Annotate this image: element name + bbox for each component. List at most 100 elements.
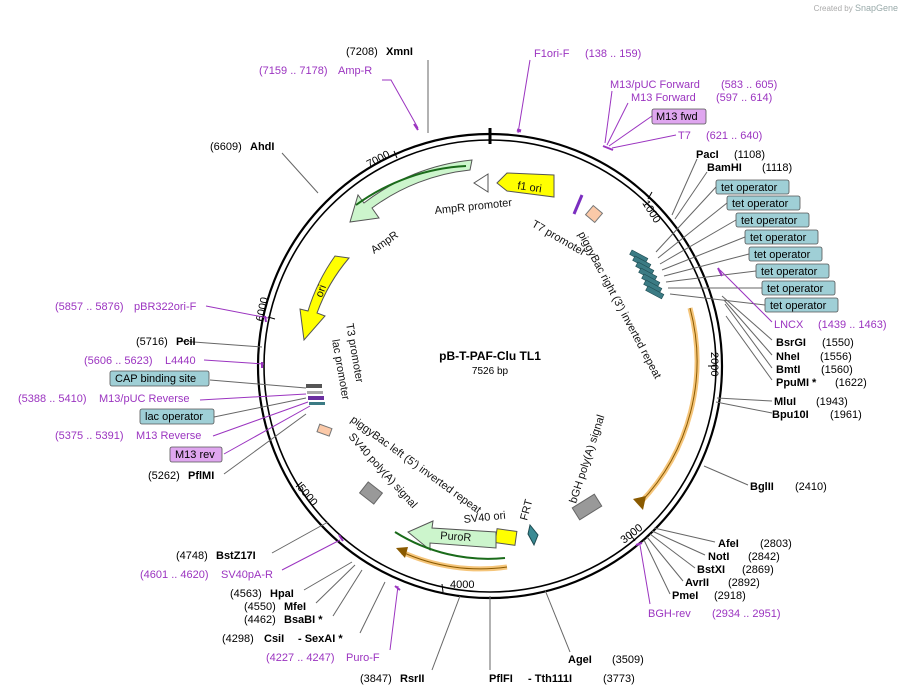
primer-f1ori-f-range: (138 .. 159): [585, 48, 641, 60]
tet-operator-blocks: [629, 249, 665, 300]
marker-lncx: [717, 267, 723, 277]
lead-ahdi: [281, 152, 319, 194]
site-pflfi-pos: (3773): [603, 673, 635, 685]
primer-m13puc-reverse-range: (5388 .. 5410): [18, 393, 87, 405]
lead-hpai: [303, 561, 353, 591]
lead-bsrgi: [721, 295, 773, 341]
site-hpai-pos: (4563): [230, 588, 262, 600]
lead-m13puc-reverse: [199, 393, 307, 401]
site-afei-pos: (2803): [760, 538, 792, 550]
primer-pbr322ori-f-range: (5857 .. 5876): [55, 301, 124, 313]
tet-operator-labels: tet operator tet operator tet operator t…: [655, 179, 839, 313]
tet-operator-7: tet operator: [767, 283, 824, 295]
cap-binding-box: [109, 370, 210, 387]
tick-1000: 1000: [639, 198, 662, 225]
site-paci-name: PacI: [696, 149, 719, 161]
site-sexai-name: - SexAI *: [298, 633, 343, 645]
primer-sv40pa-r-name: SV40pA-R: [221, 569, 273, 581]
primer-amp-r-name: Amp-R: [338, 65, 372, 77]
tet-operator-4: tet operator: [750, 232, 807, 244]
primer-m13-fwd-name: M13 Forward: [631, 92, 696, 104]
site-bmti-name: BmtI: [776, 364, 800, 376]
primer-lncx-range: (1439 .. 1463): [818, 319, 887, 331]
site-bstz17i-name: BstZ17I: [216, 550, 256, 562]
lac-operator-label: lac operator: [145, 411, 203, 423]
primer-l4440-range: (5606 .. 5623): [84, 355, 153, 367]
lead-lncx: [719, 269, 773, 323]
marker-sv40pa-r: [338, 534, 344, 542]
tet-operator-8: tet operator: [770, 300, 827, 312]
lead-l4440: [203, 359, 265, 365]
primer-m13-fwd-range: (597 .. 614): [716, 92, 772, 104]
site-pmei-name: PmeI: [672, 590, 698, 602]
left-small-box: [316, 423, 333, 437]
m13-rev-box-label: M13 rev: [175, 449, 215, 461]
site-xmni-pos: (7208): [346, 46, 378, 58]
lead-bamhi: [674, 171, 708, 220]
credit-brand: SnapGene: [854, 3, 898, 13]
credit-prefix: Created by: [813, 4, 853, 13]
primer-amp-r-range: (7159 .. 7178): [259, 65, 328, 77]
site-bamhi-pos: (1118): [762, 162, 792, 174]
site-agei-name: AgeI: [568, 654, 592, 666]
primer-l4440-name: L4440: [165, 355, 196, 367]
lead-pflmi: [223, 413, 307, 475]
lead-cap-binding: [209, 379, 307, 389]
ori-arrow: [299, 255, 350, 342]
bgh-polya-box: [571, 493, 603, 521]
lead-nhei: [723, 299, 773, 356]
lead-mlui: [716, 397, 773, 402]
primer-m13puc-reverse-name: M13/pUC Reverse: [99, 393, 189, 405]
marker-f1ori-f: [516, 128, 522, 133]
lead-bpu10i: [715, 401, 773, 414]
lead-t7: [611, 134, 677, 149]
lac-operator-box: [139, 408, 215, 425]
site-bstxi-pos: (2869): [742, 564, 774, 576]
marker-fwd-cluster: [602, 145, 614, 151]
lead-bglii: [703, 465, 749, 486]
frt-arrow: [527, 523, 539, 547]
lead-m13puc-fwd: [604, 90, 613, 144]
lead-paci: [671, 158, 698, 216]
lead-f1ori-f: [517, 59, 531, 134]
bottom-orange-arc: [400, 549, 508, 572]
site-ppumi-name: PpuMI *: [776, 377, 817, 389]
site-csii-name: CsiI: [264, 633, 284, 645]
site-bglii-pos: (2410): [795, 481, 827, 493]
primer-pbr322ori-f-name: pBR322ori-F: [134, 301, 197, 313]
lead-bgh-rev: [639, 544, 651, 605]
tet-operator-2: tet operator: [732, 198, 789, 210]
site-bsrgi-pos: (1550): [822, 337, 854, 349]
lead-ppumi: [725, 315, 773, 381]
site-agei-pos: (3509): [612, 654, 644, 666]
f1-ori-label: f1 ori: [517, 180, 543, 195]
tick-4000: 4000: [450, 579, 474, 591]
primer-m13puc-fwd-name: M13/pUC Forward: [610, 79, 700, 91]
puror-arrow: [407, 520, 497, 552]
lead-mfei: [315, 564, 356, 604]
primer-sv40pa-r-range: (4601 .. 4620): [140, 569, 209, 581]
primer-puro-f-range: (4227 .. 4247): [266, 652, 335, 664]
bottom-orange-arc-line: [401, 551, 508, 570]
lead-lac-operator: [213, 397, 307, 418]
cap-binding-label: CAP binding site: [115, 373, 196, 385]
site-bsabi-pos: (4462): [244, 614, 276, 626]
primer-t7-range: (621 .. 640): [706, 130, 762, 142]
right-orange-arc-head: [633, 496, 646, 510]
m13-fwd-box: [651, 108, 707, 125]
site-bsrgi-name: BsrGI: [776, 337, 806, 349]
tet-operator-6: tet operator: [761, 266, 818, 278]
site-noti-pos: (2842): [748, 551, 780, 563]
m13-fwd-marker: [572, 194, 584, 215]
lead-m13-rev-box: [223, 405, 311, 455]
site-tth111i-name: - Tth111I: [528, 673, 572, 685]
site-bpu10i-pos: (1961): [830, 409, 862, 421]
marker-pbr322ori-f: [264, 315, 267, 323]
lead-rsrii: [431, 595, 461, 671]
lead-pbr322ori-f: [205, 305, 269, 319]
piggybac-right-label: piggyBac right (3') inverted repeat: [575, 230, 663, 381]
tick-2000: 2000: [708, 352, 720, 376]
site-csii-pos: (4298): [222, 633, 254, 645]
f1-ori-arrow: [496, 172, 555, 198]
sv40-polya-box: [358, 481, 384, 505]
